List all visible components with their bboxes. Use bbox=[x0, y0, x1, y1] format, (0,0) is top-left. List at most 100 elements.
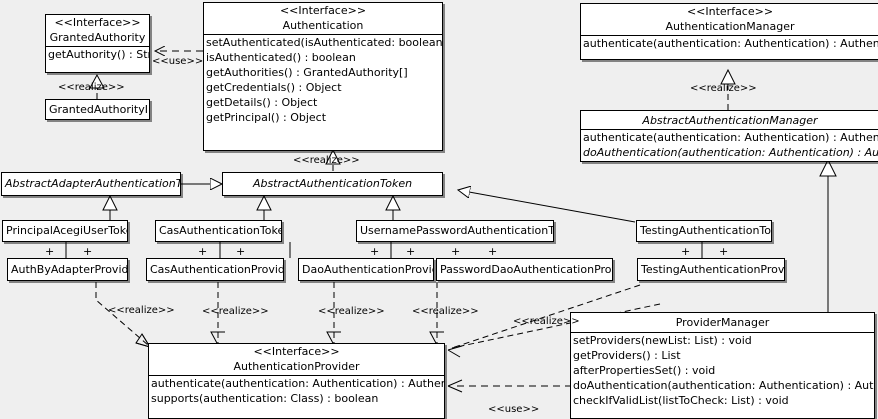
class-principal-acegi-user-token[interactable]: PrincipalAcegiUserToken bbox=[2, 220, 128, 242]
class-granted-authority-impl[interactable]: GrantedAuthorityImpl bbox=[45, 99, 150, 120]
multiplicity-plus: + bbox=[681, 245, 691, 258]
class-provider-manager[interactable]: ProviderManager setProviders(newList: Li… bbox=[570, 312, 875, 419]
class-dao-authentication-provider[interactable]: DaoAuthenticationProvider bbox=[298, 258, 434, 281]
class-name: AuthenticationManager bbox=[665, 20, 795, 33]
class-header: TestingAuthenticationToken bbox=[637, 221, 771, 239]
operation-item: isAuthenticated() : boolean bbox=[206, 51, 356, 64]
class-header: AbstractAdapterAuthenticationToken bbox=[2, 173, 180, 192]
operation-item: authenticate(authentication: Authenticat… bbox=[151, 377, 444, 390]
operation-item: setProviders(newList: List) : void bbox=[573, 334, 752, 347]
class-header: ProviderManager bbox=[571, 313, 874, 332]
edge-label-realize-provider-manager: <<realize>> bbox=[513, 316, 580, 327]
operation-item: doAuthentication(authentication: Authent… bbox=[583, 146, 878, 159]
operation-item: setAuthenticated(isAuthenticated: boolea… bbox=[206, 36, 443, 49]
class-name: PrincipalAcegiUserToken bbox=[6, 224, 128, 237]
edge-label-realize-abstract-authentication-manager: <<realize>> bbox=[690, 83, 757, 94]
multiplicity-plus: + bbox=[83, 245, 93, 258]
stereotype-label: <<Interface>> bbox=[686, 5, 774, 18]
class-granted-authority[interactable]: <<Interface>> GrantedAuthority getAuthor… bbox=[45, 14, 150, 73]
class-name: ProviderManager bbox=[675, 316, 770, 329]
section-divider bbox=[581, 35, 878, 36]
operation-item: authenticate(authentication: Authenticat… bbox=[583, 131, 878, 144]
multiplicity-plus: + bbox=[370, 245, 380, 258]
class-header: <<Interface>> Authentication bbox=[204, 3, 442, 34]
multiplicity-plus: + bbox=[719, 245, 729, 258]
class-name: DaoAuthenticationProvider bbox=[302, 263, 433, 276]
edge-label-realize-authentication-token: <<realize>> bbox=[293, 155, 360, 166]
class-name: TestingAuthenticationProvider bbox=[641, 263, 785, 276]
multiplicity-plus: + bbox=[406, 245, 416, 258]
operation-item: supports(authentication: Class) : boolea… bbox=[151, 392, 379, 405]
class-name: GrantedAuthority bbox=[49, 31, 146, 44]
operation-item: getPrincipal() : Object bbox=[206, 111, 327, 124]
operation-item: getCredentials() : Object bbox=[206, 81, 342, 94]
edge-label-realize-cas: <<realize>> bbox=[202, 306, 269, 317]
class-authentication-provider[interactable]: <<Interface>> AuthenticationProvider aut… bbox=[148, 343, 445, 419]
edge-label-realize-password-dao: <<realize>> bbox=[412, 306, 479, 317]
class-testing-authentication-token[interactable]: TestingAuthenticationToken bbox=[636, 220, 772, 242]
class-header: DaoAuthenticationProvider bbox=[299, 259, 433, 278]
multiplicity-plus: + bbox=[198, 245, 208, 258]
class-username-password-authentication-token[interactable]: UsernamePasswordAuthenticationToken bbox=[356, 220, 554, 242]
class-name: AuthenticationProvider bbox=[233, 360, 360, 373]
operations-compartment: authenticate(authentication: Authenticat… bbox=[149, 376, 444, 406]
operation-item: authenticate(authentication: Authenticat… bbox=[583, 37, 878, 50]
section-divider bbox=[46, 46, 149, 47]
operations-compartment: setProviders(newList: List) : void getPr… bbox=[571, 333, 874, 408]
stereotype-label: <<Interface>> bbox=[54, 16, 141, 29]
multiplicity-plus: + bbox=[488, 245, 498, 258]
class-cas-authentication-token[interactable]: CasAuthenticationToken bbox=[155, 220, 282, 242]
operations-compartment: setAuthenticated(isAuthenticated: boolea… bbox=[204, 35, 442, 125]
class-cas-authentication-provider[interactable]: CasAuthenticationProvider bbox=[146, 258, 284, 281]
class-name: UsernamePasswordAuthenticationToken bbox=[360, 224, 554, 237]
class-header: <<Interface>> AuthenticationManager bbox=[581, 4, 878, 35]
operation-item: getProviders() : List bbox=[573, 349, 681, 362]
class-abstract-authentication-token[interactable]: AbstractAuthenticationToken bbox=[222, 172, 443, 196]
section-divider bbox=[204, 34, 442, 35]
class-authentication-manager[interactable]: <<Interface>> AuthenticationManager auth… bbox=[580, 3, 878, 60]
class-header: PasswordDaoAuthenticationProvider bbox=[437, 259, 612, 278]
edge-label-realize-auth-by-adapter: <<realize>> bbox=[108, 305, 175, 316]
class-abstract-adapter-authentication-token[interactable]: AbstractAdapterAuthenticationToken bbox=[1, 172, 181, 196]
class-name: AbstractAuthenticationToken bbox=[252, 177, 413, 190]
operations-compartment: getAuthority() : String bbox=[46, 47, 149, 62]
class-header: GrantedAuthorityImpl bbox=[46, 100, 149, 118]
operations-compartment: authenticate(authentication: Authenticat… bbox=[581, 130, 878, 160]
class-name: PasswordDaoAuthenticationProvider bbox=[440, 263, 612, 276]
operation-item: getAuthorities() : GrantedAuthority[] bbox=[206, 66, 408, 79]
stereotype-label: <<Interface>> bbox=[253, 345, 340, 358]
class-header: <<Interface>> AuthenticationProvider bbox=[149, 344, 444, 375]
multiplicity-plus: + bbox=[236, 245, 246, 258]
edge-label-use-provider-manager: <<use>> bbox=[488, 404, 540, 415]
operation-item: afterPropertiesSet() : void bbox=[573, 364, 716, 377]
class-header: <<Interface>> GrantedAuthority bbox=[46, 15, 149, 46]
class-authentication[interactable]: <<Interface>> Authentication setAuthenti… bbox=[203, 2, 443, 151]
operation-item: doAuthentication(authentication: Authent… bbox=[573, 379, 874, 392]
class-testing-authentication-provider[interactable]: TestingAuthenticationProvider bbox=[637, 258, 785, 281]
section-divider bbox=[571, 332, 874, 333]
multiplicity-plus: + bbox=[45, 245, 55, 258]
operation-item: checkIfValidList(listToCheck: List) : vo… bbox=[573, 394, 789, 407]
class-header: CasAuthenticationProvider bbox=[147, 259, 283, 278]
class-name: CasAuthenticationProvider bbox=[150, 263, 284, 276]
class-auth-by-adapter-provider[interactable]: AuthByAdapterProvider bbox=[7, 258, 128, 281]
class-name: AuthByAdapterProvider bbox=[11, 263, 128, 276]
class-abstract-authentication-manager[interactable]: AbstractAuthenticationManager authentica… bbox=[580, 110, 878, 162]
edge-label-realize-granted-authority-impl: <<realize>> bbox=[58, 82, 125, 93]
class-name: AbstractAdapterAuthenticationToken bbox=[5, 177, 181, 190]
class-name: AbstractAuthenticationManager bbox=[642, 114, 818, 127]
class-header: PrincipalAcegiUserToken bbox=[3, 221, 127, 239]
class-name: TestingAuthenticationToken bbox=[640, 224, 772, 237]
section-divider bbox=[149, 375, 444, 376]
edge-label-use-granted-authority: <<use>> bbox=[152, 56, 204, 67]
class-password-dao-authentication-provider[interactable]: PasswordDaoAuthenticationProvider bbox=[436, 258, 613, 281]
class-name: Authentication bbox=[282, 19, 364, 32]
stereotype-label: <<Interface>> bbox=[279, 4, 367, 17]
operation-item: getAuthority() : String bbox=[48, 48, 149, 61]
class-header: AbstractAuthenticationToken bbox=[223, 173, 442, 192]
section-divider bbox=[581, 129, 878, 130]
class-header: AbstractAuthenticationManager bbox=[581, 111, 878, 129]
class-name: CasAuthenticationToken bbox=[159, 224, 282, 237]
multiplicity-plus: + bbox=[451, 245, 461, 258]
